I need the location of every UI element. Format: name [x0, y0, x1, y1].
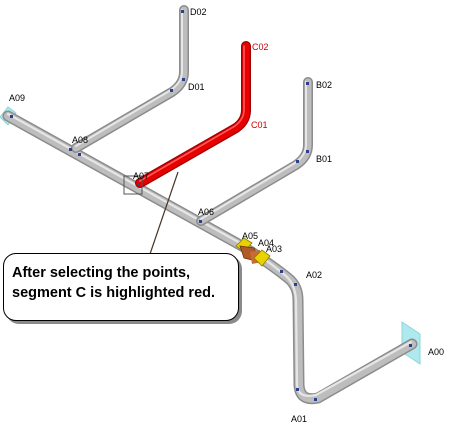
selection-marker[interactable] [123, 175, 143, 195]
label-a03: A03 [266, 244, 282, 254]
point-a09[interactable] [10, 115, 13, 118]
point-b01[interactable] [306, 150, 309, 153]
callout-line-1: After selecting the points, [12, 265, 191, 281]
label-d01: D01 [188, 82, 205, 92]
label-a06: A06 [198, 207, 214, 217]
point-a01[interactable] [296, 388, 299, 391]
point-b02[interactable] [306, 82, 309, 85]
point-a08[interactable] [69, 148, 72, 151]
segment-c-highlighted[interactable] [135, 41, 251, 188]
segment-d[interactable] [71, 5, 189, 153]
valve-a04[interactable] [235, 237, 271, 267]
segment-b[interactable] [196, 77, 313, 226]
label-a01: A01 [291, 414, 307, 424]
label-c01: C01 [251, 120, 268, 130]
point-a08b[interactable] [78, 153, 81, 156]
point-d01b[interactable] [170, 89, 173, 92]
label-a07: A07 [133, 171, 149, 181]
label-a00: A00 [428, 347, 444, 357]
point-a06[interactable] [199, 220, 202, 223]
label-a09: A09 [9, 93, 25, 103]
label-b02: B02 [316, 80, 332, 90]
callout-note: After selecting the points, segment C is… [3, 253, 239, 321]
point-a02b[interactable] [280, 270, 283, 273]
label-a04: A04 [258, 238, 274, 248]
label-a02: A02 [306, 270, 322, 280]
point-labels: D02 D01 C02 C01 B02 B01 A09 A08 A07 A06 … [9, 7, 444, 424]
point-a01b[interactable] [314, 398, 317, 401]
callout-line-2: segment C is highlighted red. [12, 285, 216, 301]
label-d02: D02 [190, 7, 207, 17]
label-c02: C02 [252, 42, 269, 52]
label-b01: B01 [316, 154, 332, 164]
point-a07[interactable] [137, 183, 140, 186]
point-markers [10, 10, 412, 401]
point-b01b[interactable] [296, 160, 299, 163]
callout-leader-line [149, 171, 179, 255]
point-d02[interactable] [181, 10, 184, 13]
point-a00[interactable] [409, 344, 412, 347]
label-a08: A08 [72, 135, 88, 145]
point-a02[interactable] [294, 283, 297, 286]
label-a05: A05 [242, 231, 258, 241]
point-d01[interactable] [182, 78, 185, 81]
